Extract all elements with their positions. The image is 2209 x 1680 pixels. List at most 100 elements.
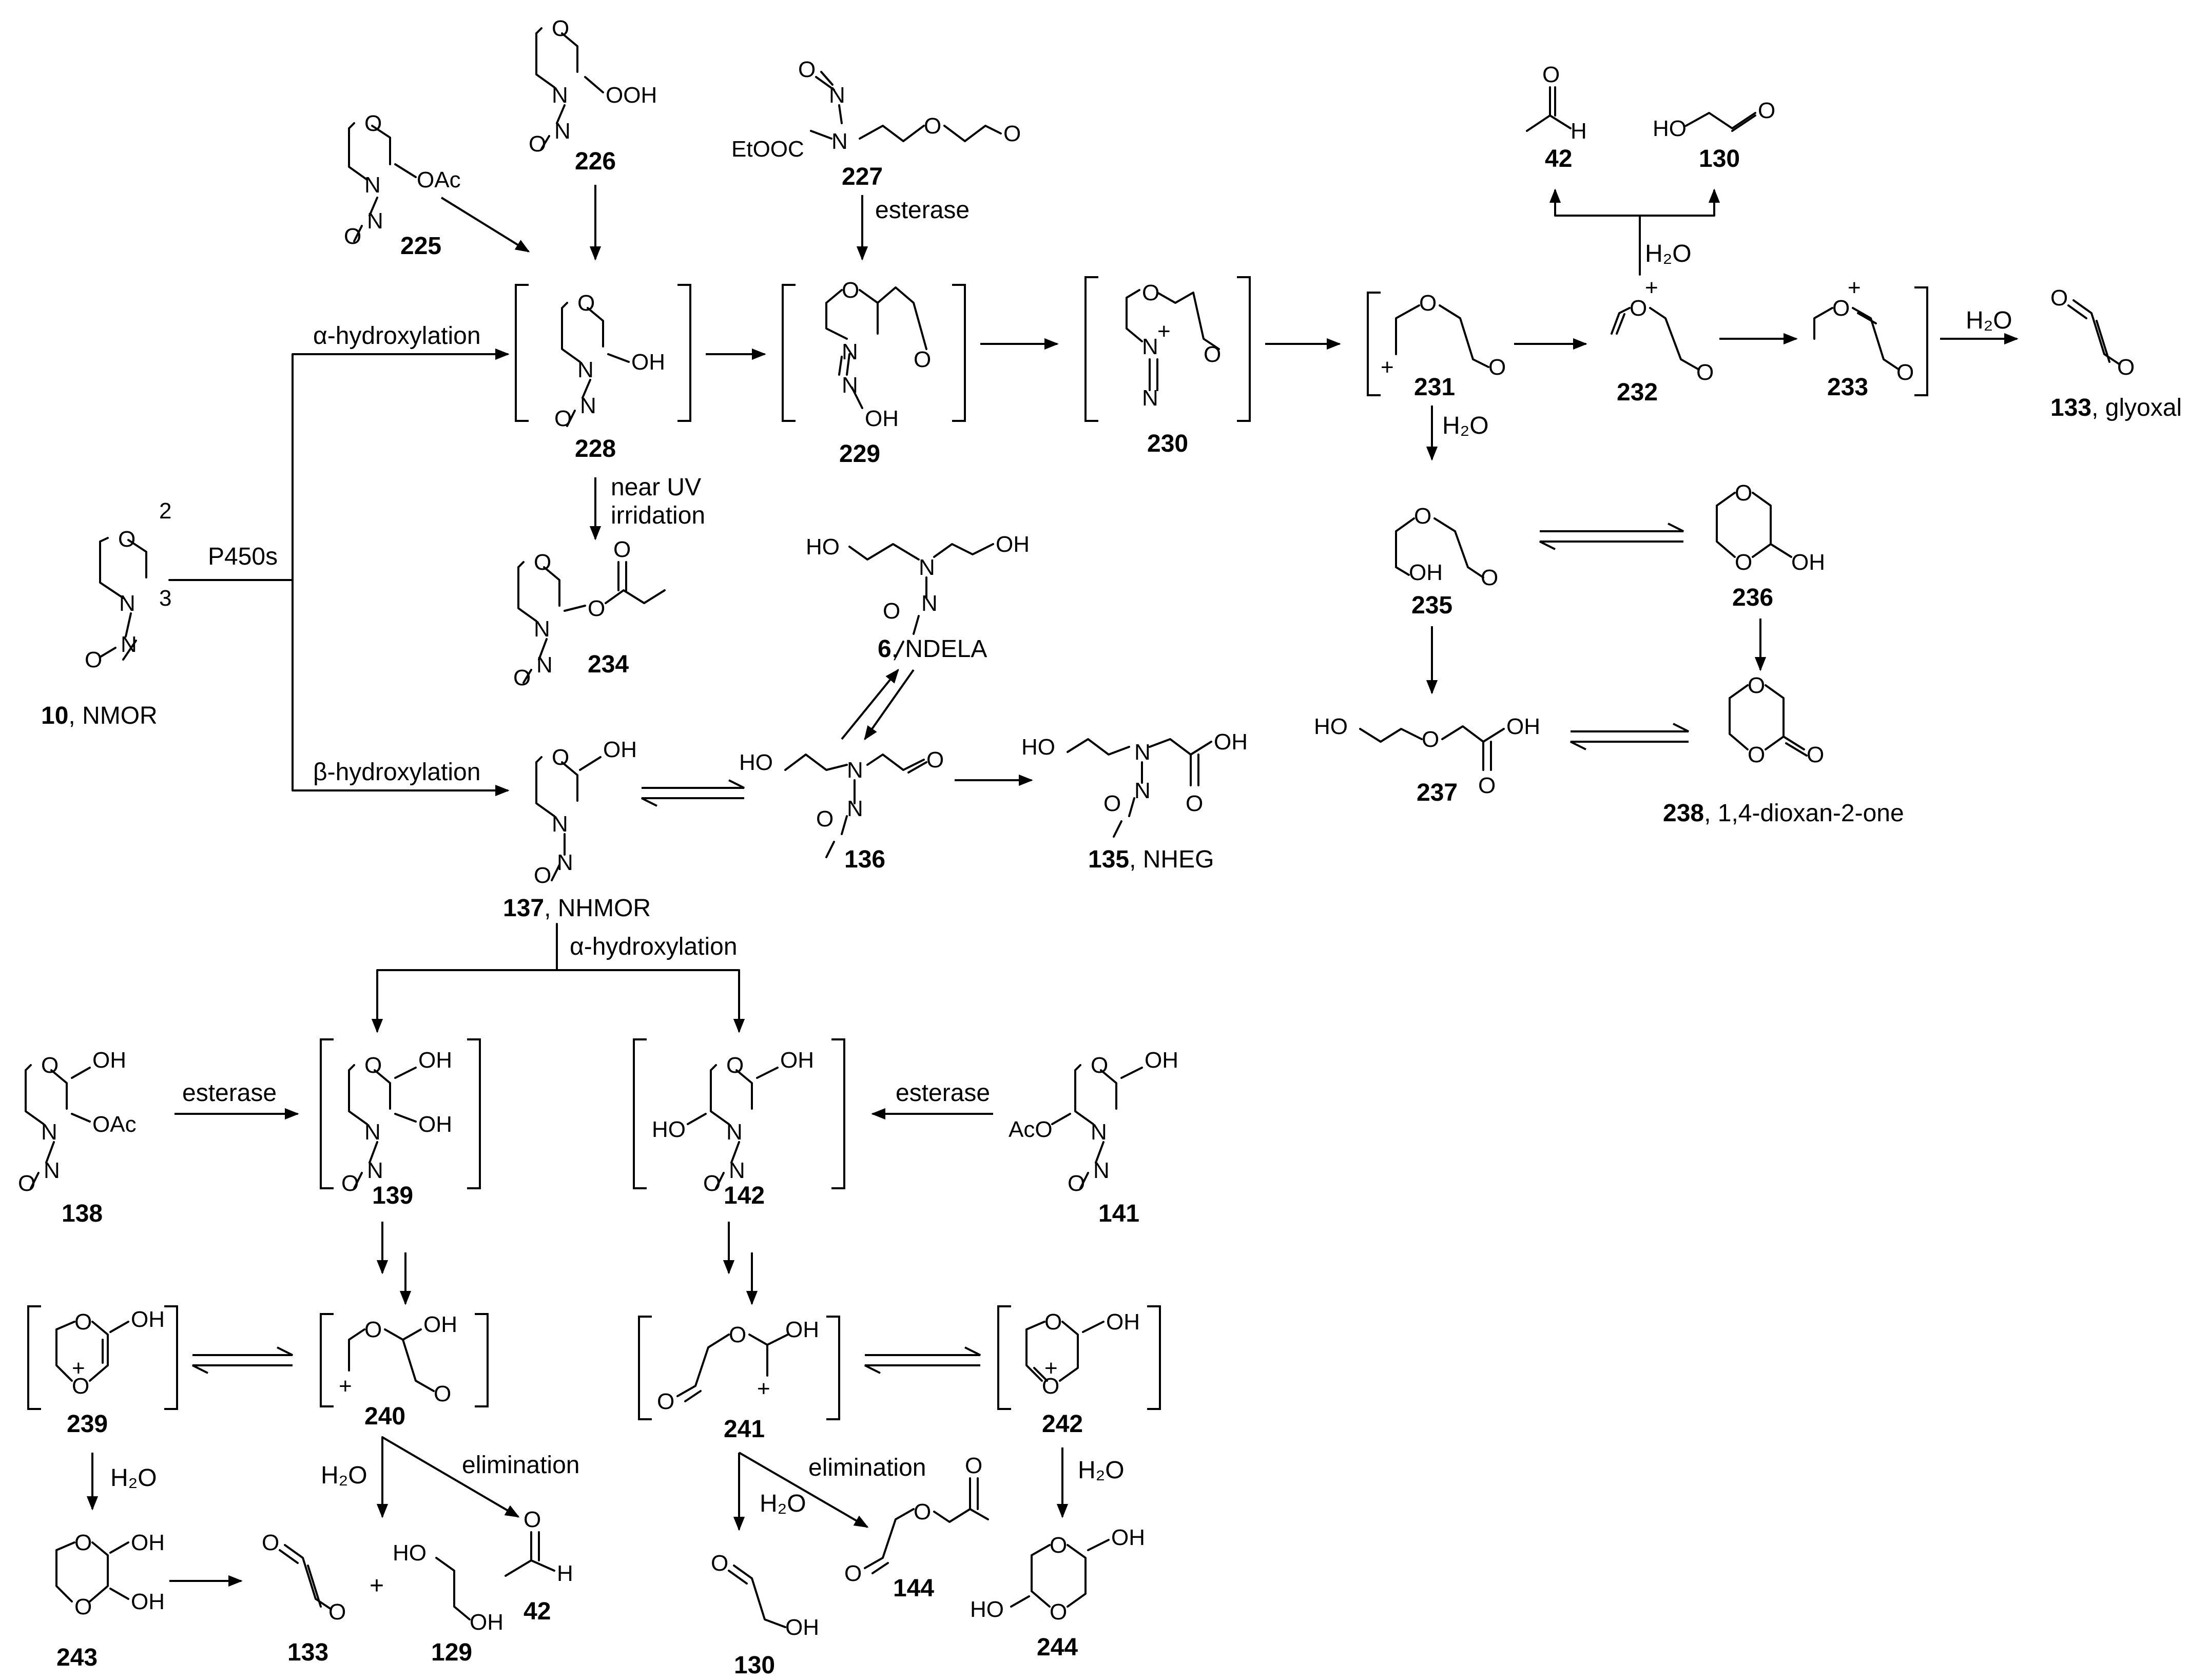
atom-o-nitroso: O [534,863,551,888]
atom-o-carbonyl: O [613,537,631,562]
atom-o-ether: O [1419,291,1437,316]
atom-o-nitroso: O [883,598,900,624]
condition-p450s: P450s [208,543,278,570]
compound-number-129: 129 [431,1639,472,1666]
atom-o-aldehyde: O [711,1551,728,1576]
compound-number-228: 228 [575,435,616,462]
compound-226: O N OOH N O 226 [529,16,657,175]
charge-plus: + [1645,275,1658,300]
atom-o-ring: O [74,1309,92,1335]
atom-o-1: O [74,1530,92,1555]
compound-225: O N OAc N O 225 [344,111,461,260]
substituent-oh: OH [603,737,637,762]
atom-n: N [847,758,863,783]
substituent-oh-1: OH [418,1048,452,1073]
substituent-oh: OH [131,1307,165,1332]
atom-o-aldehyde: O [1204,342,1221,367]
atom-o: O [1542,62,1560,87]
compound-234: O N O O N O 234 [513,537,666,690]
charge-plus: + [72,1356,85,1381]
atom-n-nitroso: N [367,1158,383,1183]
substituent-ho: HO [1314,714,1348,739]
atom-o: O [364,111,382,136]
substituent-oh: OH [92,1048,126,1073]
atom-o-nitroso: O [798,57,816,82]
atom-o: O [364,1053,382,1078]
compound-number-231: 231 [1414,374,1455,401]
compound-number-236: 236 [1732,584,1773,611]
branch-232-hydrolysis [1554,215,1715,276]
compound-230: O O N + N 230 [1084,276,1251,457]
atom-n-nitroso: N [367,208,383,234]
compound-42-bottom: O H 42 [505,1507,573,1625]
substituent-oh: OH [785,1615,819,1640]
substituent-aco: AcO [1009,1117,1053,1142]
substituent-ho: HO [652,1117,686,1142]
branch-line [168,353,294,791]
compound-42-top: O H 42 [1526,62,1587,172]
atom-o-aldehyde: O [914,347,931,372]
substituent-ho: HO [393,1540,427,1566]
atom-o-nitroso: O [344,224,361,249]
atom-o: O [118,527,135,552]
compound-number-138: 138 [62,1200,103,1227]
charge-plus: + [1157,319,1171,344]
compound-228: O N OH N O 228 [515,284,691,462]
compound-129: HO OH 129 [393,1540,503,1666]
charge-plus: + [1848,275,1861,300]
compound-241: O O OH + 241 [638,1316,840,1443]
compound-number: 6 [878,635,892,663]
atom-n-nitroso: N [557,850,573,875]
compound-number-226: 226 [575,148,616,175]
arrow-136-to-ndela [841,668,899,740]
atom-n: N [119,591,135,616]
compound-number-133: 133 [287,1639,328,1666]
compound-number-227: 227 [842,163,883,190]
atom-o-nitroso: O [341,1171,359,1196]
compound-label-137: 137, NHMOR [503,895,651,922]
substituent-oh: OH [785,1317,819,1342]
atom-n-nitroso: N [1093,1158,1110,1183]
compound-6-ndela: HO OH N N O 6, NDELA [806,532,1030,663]
atom-o-ester: O [588,596,605,621]
atom-o: O [577,291,595,316]
compound-236: O O OH 236 [1716,480,1825,611]
compound-number-232: 232 [1617,379,1658,406]
atom-n-nitroso: N [829,83,845,108]
compound-name: glyoxal [2105,394,2182,421]
atom-n-nitroso: N [921,591,938,616]
compound-number-243: 243 [56,1644,98,1671]
atom-o-nitroso: O [18,1171,35,1196]
atom-o-carbonyl: O [965,1453,982,1478]
atom-o-ether: O [924,113,941,139]
substituent-oh-2: OH [131,1589,165,1614]
atom-n: N [364,1119,381,1145]
compound-133-glyoxal: O O 133, glyoxal [2050,285,2182,421]
substituent-oh: OH [1145,1048,1178,1073]
atom-o-2: O [2117,355,2135,380]
compound-244: O O OH HO 244 [970,1525,1145,1661]
substituent-oh: OH [470,1610,503,1635]
compound-number: 238 [1663,800,1704,827]
substituent-oh: OH [1214,729,1248,755]
arrow-ndela-to-136 [864,669,915,741]
compound-136: HO N O N O 136 [739,747,944,873]
compound-sep: , [2091,394,2105,421]
atom-o-carbonyl: O [1186,791,1203,816]
atom-o-aldehyde: O [1696,360,1714,385]
condition-h2o-242: H₂O [1078,1457,1125,1484]
arrow-240-to-42 [381,1436,520,1518]
atom-o-aldehyde: O [1758,98,1775,123]
atom-o-nitroso: O [703,1171,721,1196]
atom-h: H [1571,119,1587,144]
condition-beta-hydroxylation: β-hydroxylation [313,759,480,786]
compound-231: O O + 231 [1367,291,1506,401]
substituent-oh: OH [780,1048,814,1073]
atom-n: N [552,812,568,837]
substituent-oac: OAc [92,1112,137,1137]
atom-n-nitroso: N [554,119,571,144]
substituent-oh: OH [1409,560,1443,585]
compound-sep: , [1129,846,1143,873]
arrow-225-to-228 [440,197,530,253]
atom-o-ether: O [1414,504,1431,529]
